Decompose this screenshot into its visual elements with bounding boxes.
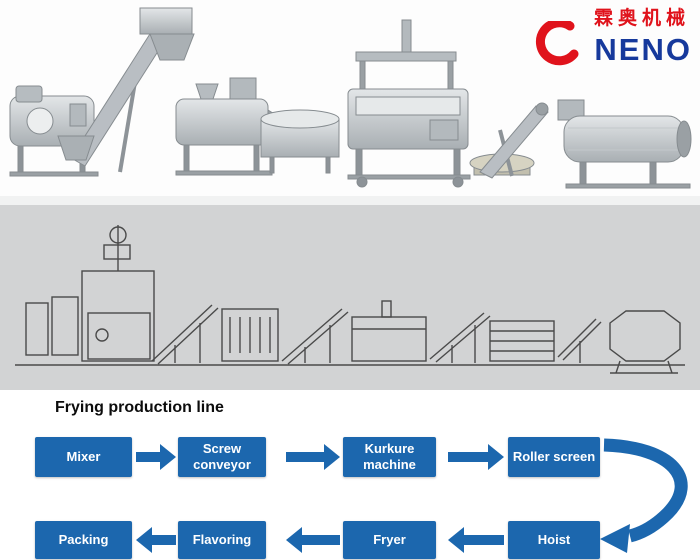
drawing-mixer-cluster (25, 225, 155, 362)
drawing-conveyor-1 (151, 304, 219, 365)
drawing-extruder (221, 308, 279, 362)
fryer-photo (347, 19, 471, 188)
heading-row: Frying production line (0, 390, 700, 425)
screw-conveyor-photo (57, 7, 195, 173)
drawing-conveyor-3 (429, 312, 491, 363)
flow-arrows (136, 438, 688, 553)
production-line-drawing (15, 225, 685, 374)
production-line-photo (0, 7, 700, 205)
flavoring-drum-photo (557, 99, 692, 189)
logo-chinese-text: 霖奥机械 (593, 8, 690, 29)
drawing-conveyor-4 (557, 318, 602, 363)
flow-step-screw-conveyor: Screw conveyor (178, 437, 266, 477)
flow-step-mixer: Mixer (35, 437, 132, 477)
drawing-roller-screen (489, 320, 555, 362)
flow-arrow-left-2 (286, 527, 340, 553)
drawing-flavoring-drum (609, 310, 681, 374)
flow-step-hoist: Hoist (508, 521, 600, 559)
flow-step-kurkure-machine: Kurkure machine (343, 437, 436, 477)
brand-logo: 霖奥机械 NENO (524, 3, 694, 67)
mixer-machine-photo (9, 85, 99, 177)
flow-arrow-right-3 (448, 444, 504, 470)
flow-step-packing: Packing (35, 521, 132, 559)
logo-wordmark-wrap: NENO (524, 21, 694, 67)
logo-brand-text: NENO (594, 32, 692, 67)
machinery-photo-section: 霖奥机械 NENO (0, 0, 700, 205)
flow-step-flavoring: Flavoring (178, 521, 266, 559)
flow-arrow-left-3 (136, 527, 176, 553)
hoist-conveyor-photo (469, 102, 549, 179)
drawing-fryer (351, 300, 427, 362)
flow-arrow-right-1 (136, 444, 176, 470)
line-drawing-section (0, 205, 700, 390)
flow-arrow-left-1 (448, 527, 504, 553)
flow-arrow-right-2 (286, 444, 340, 470)
logo-swoosh-icon (535, 21, 579, 66)
flow-arrow-curve (600, 438, 688, 553)
flow-step-fryer: Fryer (343, 521, 436, 559)
flow-step-roller-screen: Roller screen (508, 437, 600, 477)
process-flowchart: Mixer Screw conveyor Kurkure machine Rol… (0, 425, 700, 560)
round-sieve-photo (260, 109, 340, 174)
section-title: Frying production line (55, 398, 224, 416)
drawing-conveyor-2 (281, 308, 349, 365)
